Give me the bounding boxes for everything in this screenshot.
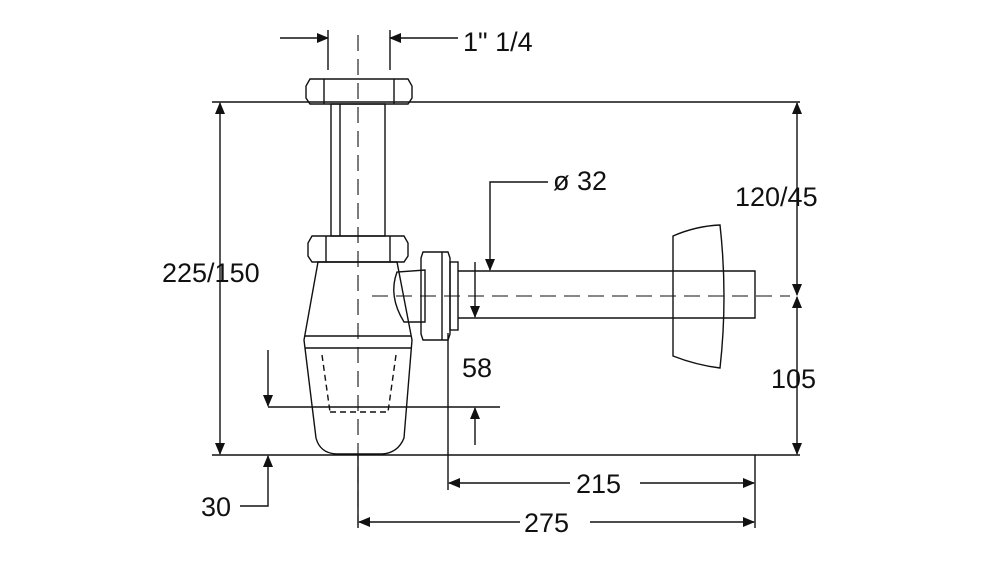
label-height-total: 225/150 (162, 258, 260, 288)
label-length-inner: 215 (576, 469, 622, 499)
dim-diameter-leader (485, 181, 548, 271)
dim-30-arrow-up (240, 455, 273, 507)
label-thread-size: 1" 1/4 (463, 27, 533, 57)
label-length-total: 275 (524, 508, 570, 538)
label-diameter: ø 32 (553, 166, 608, 196)
outlet-collar (449, 261, 459, 331)
trap-inner-dashed (387, 354, 397, 413)
label-base-offset: 30 (201, 492, 232, 522)
label-height-lower: 105 (771, 364, 817, 394)
middle-nut (307, 235, 409, 263)
top-nut (305, 78, 413, 105)
label-trap-offset: 58 (462, 353, 493, 383)
tube-end (748, 270, 756, 319)
trap-inner-dashed (321, 354, 331, 413)
outlet-nut (420, 251, 451, 341)
wall-rosette (672, 224, 725, 369)
trap-bowl (303, 261, 413, 455)
label-height-outlet: 120/45 (735, 182, 818, 212)
